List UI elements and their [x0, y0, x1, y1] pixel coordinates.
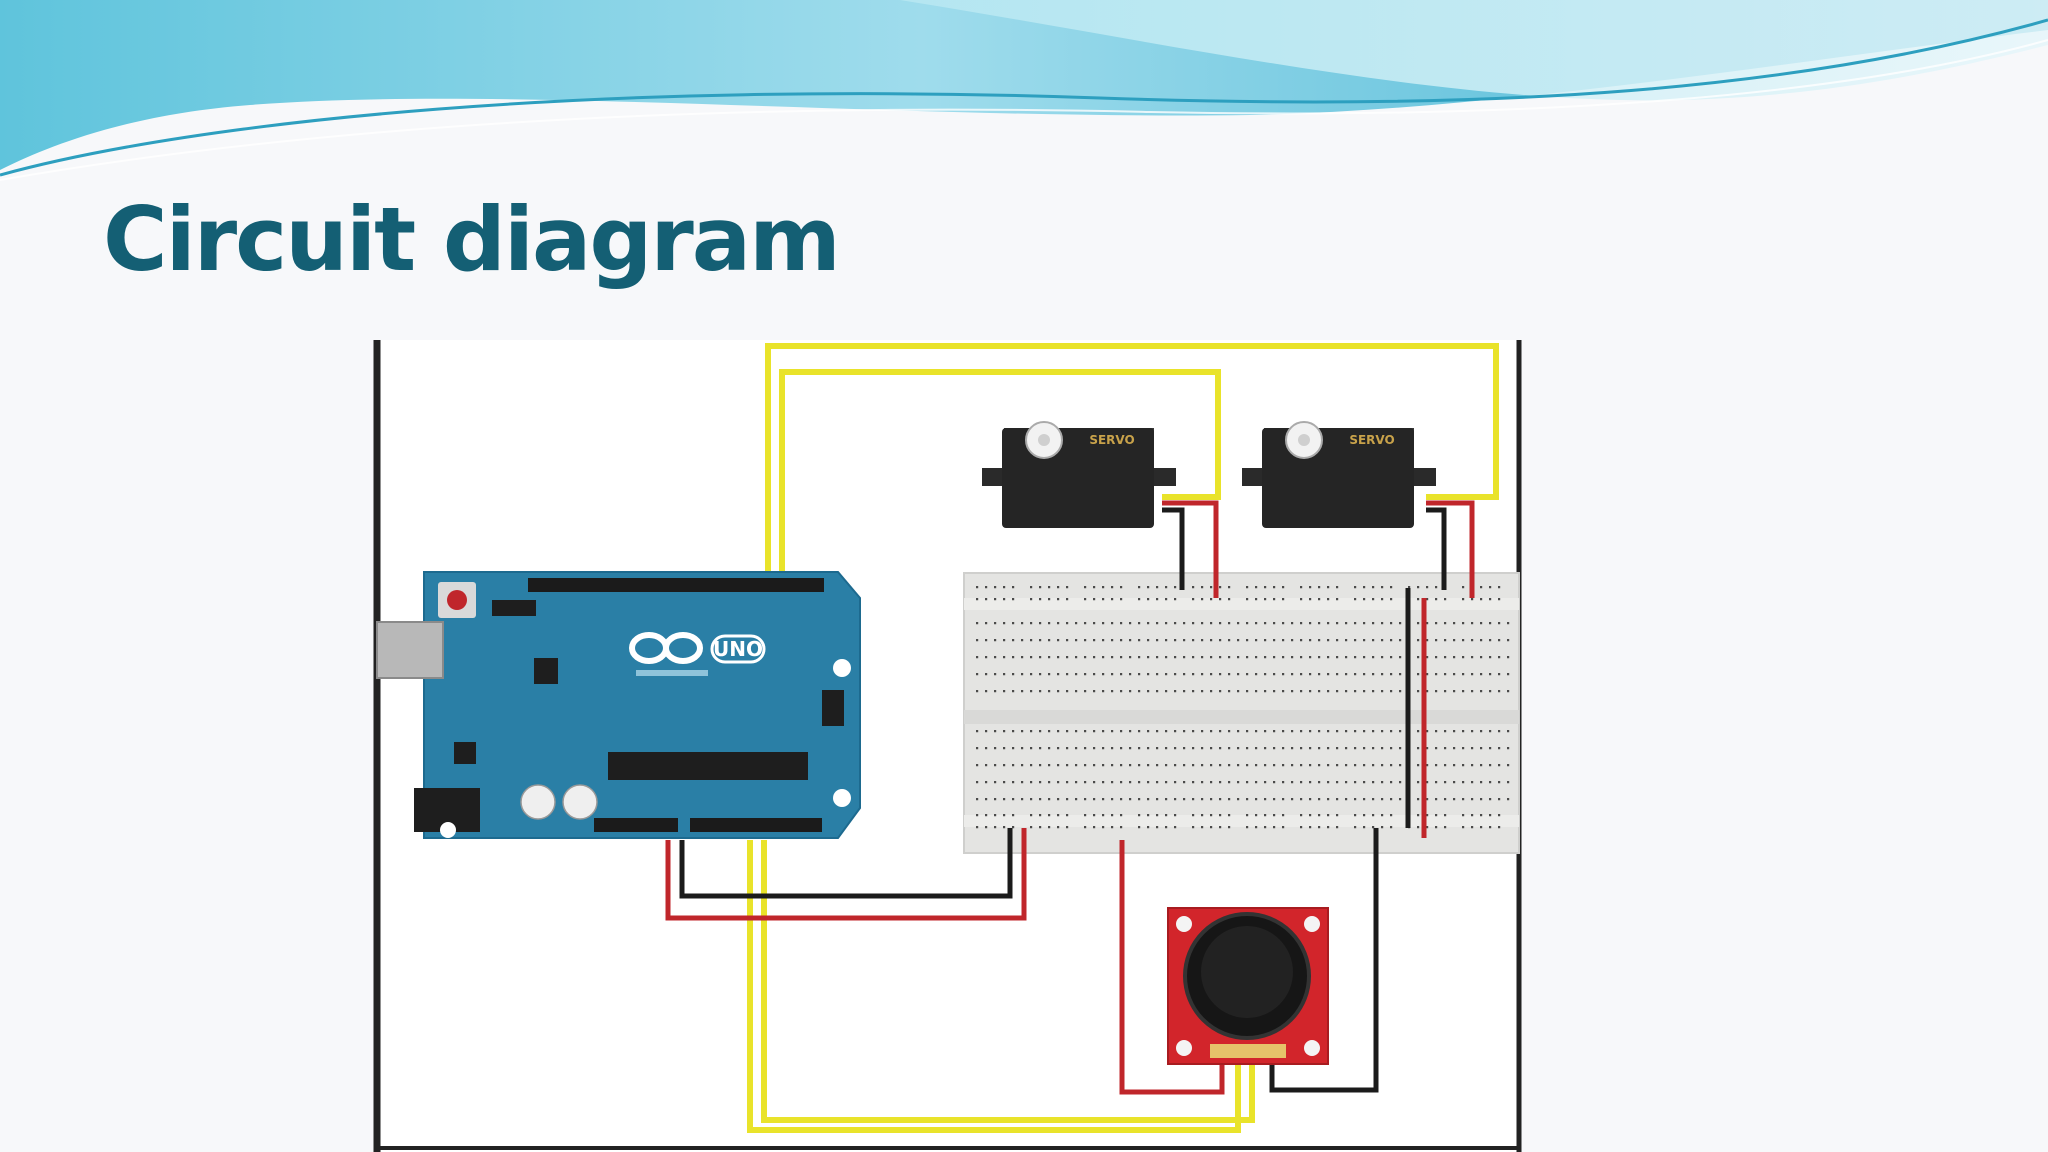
- microcontroller-chip: [608, 752, 808, 780]
- servo-right: SERVO: [1242, 421, 1436, 528]
- wires: [665, 343, 1499, 1133]
- servo-right-label: SERVO: [1349, 433, 1394, 447]
- power-wire-servo-right: [1426, 500, 1475, 598]
- signal-wire-servo-right: [765, 343, 1499, 582]
- ground-wire-arduino: [679, 828, 1013, 899]
- reset-button: [447, 590, 467, 610]
- usb-port: [376, 621, 444, 679]
- power-wire-arduino: [665, 828, 1027, 921]
- ground-wire-joystick: [1269, 828, 1379, 1093]
- signal-wire-joystick-2: [761, 840, 1255, 1123]
- arduino-uno: UNO: [376, 571, 861, 839]
- ground-wire-servo-left: [1162, 507, 1185, 590]
- breadboard: [963, 572, 1520, 854]
- power-wire-joystick: [1119, 840, 1225, 1095]
- servo-left: SERVO: [982, 421, 1176, 528]
- joystick-module: [1167, 907, 1329, 1065]
- signal-wire-joystick-1: [747, 840, 1241, 1133]
- uno-logo-text: UNO: [713, 637, 763, 661]
- servo-left-label: SERVO: [1089, 433, 1134, 447]
- ground-wire-servo-right: [1426, 507, 1447, 590]
- circuit-diagram: UNO SERVO SERVO: [373, 340, 1522, 1152]
- power-wire-servo-left: [1162, 500, 1219, 598]
- header-wave: [0, 0, 2048, 181]
- slide-title: Circuit diagram: [103, 188, 841, 291]
- arduino-logo: [629, 632, 703, 664]
- signal-wire-servo-left: [779, 369, 1221, 582]
